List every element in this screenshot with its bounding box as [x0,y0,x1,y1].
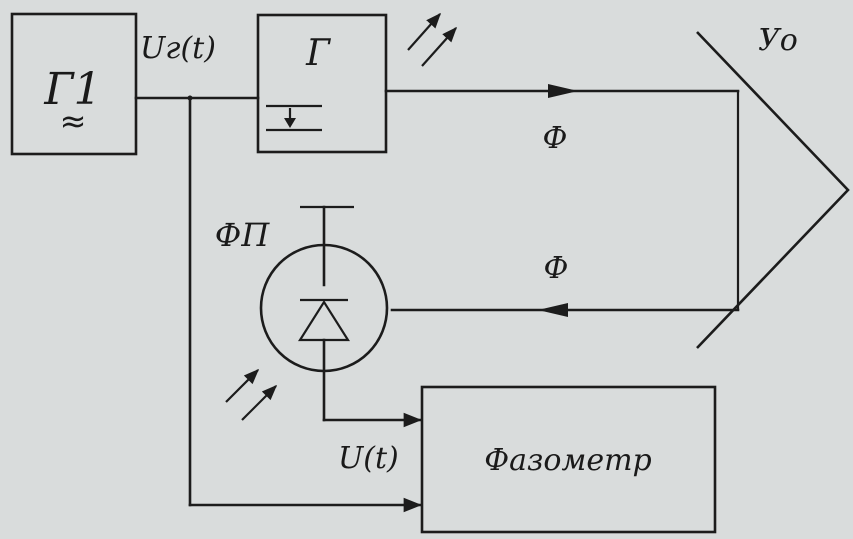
photodiode: ФП [215,205,389,422]
generator-voltage-label: Uг(t) [140,31,216,66]
radiation-arrows-icon [407,12,458,67]
beam-forward-arrow-icon [548,84,578,98]
flux-return-label: Ф [544,251,569,286]
emitter-g-block: Г [256,13,388,154]
phase-meter-block: Фазометр [420,385,717,534]
ac-symbol: ≈ [60,102,87,140]
phase-meter-label: Фазометр [484,443,652,478]
incident-light-arrows-icon [225,368,278,421]
photodiode-label: ФП [215,216,271,254]
corner-reflector: Уо [696,23,850,349]
emitter-inner-arrow-icon [284,118,296,128]
generator-g1-label: Г1 [43,64,101,115]
photodiode-voltage-label: U(t) [338,441,399,476]
generator-g1-block: Г1 ≈ [10,12,138,156]
flux-forward-label: Ф [543,121,568,156]
emitter-g-label: Г [305,33,331,74]
corner-reflector-label: Уо [758,23,798,58]
photodiode-symbol-icon [298,299,350,342]
beam-return-arrow-icon [538,303,568,317]
